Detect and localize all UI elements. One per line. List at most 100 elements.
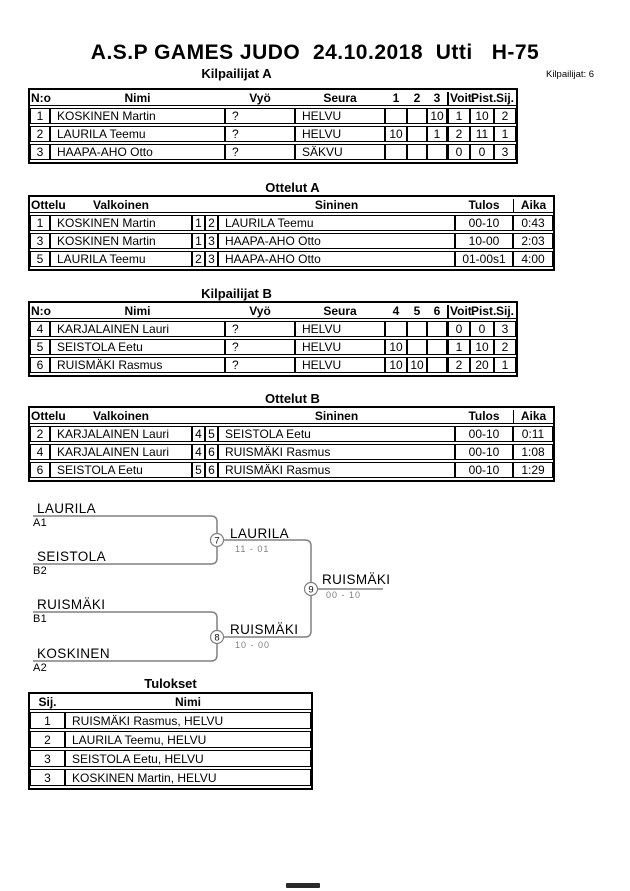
cell-score bbox=[385, 144, 407, 160]
col-white: Valkoinen bbox=[50, 199, 192, 213]
bracket-winner2-line bbox=[224, 596, 312, 638]
col-white: Valkoinen bbox=[50, 410, 192, 424]
col-wno bbox=[192, 199, 205, 213]
cell-time: 1:29 bbox=[513, 462, 553, 478]
cell-place: 1 bbox=[494, 126, 516, 142]
cell-score bbox=[385, 321, 407, 337]
col-time: Aika bbox=[513, 199, 553, 213]
cell-blue: RUISMÄKI Rasmus bbox=[218, 462, 455, 478]
cell-white: SEISTOLA Eetu bbox=[50, 462, 192, 478]
matches-a-title: Ottelut A bbox=[265, 180, 320, 195]
cell-bno: 5 bbox=[205, 426, 218, 442]
col-name: Nimi bbox=[65, 696, 311, 710]
cell-score: 10 bbox=[407, 357, 427, 373]
cell-points: 11 bbox=[470, 126, 494, 142]
table-row: 3 HAAPA-AHO Otto ? SÄKVU 0 0 3 bbox=[30, 144, 516, 160]
cell-wno: 2 bbox=[192, 251, 205, 267]
cell-name: SEISTOLA Eetu, HELVU bbox=[65, 750, 311, 767]
cell-wins: 0 bbox=[447, 321, 470, 337]
cell-points: 20 bbox=[470, 357, 494, 373]
cell-name: KOSKINEN Martin bbox=[50, 108, 225, 124]
cell-place: 2 bbox=[494, 108, 516, 124]
results-title: Tulokset bbox=[144, 676, 197, 691]
col-r3: 3 bbox=[427, 92, 447, 106]
bracket-slot-name: SEISTOLA bbox=[37, 549, 106, 564]
table-row: 2 LAURILA Teemu ? HELVU 10 1 2 11 1 bbox=[30, 126, 516, 142]
cell-white: KOSKINEN Martin bbox=[50, 215, 192, 231]
col-time: Aika bbox=[513, 410, 553, 424]
col-match: Ottelu bbox=[30, 198, 66, 213]
cell-match: 4 bbox=[30, 444, 50, 460]
cell-white: KARJALAINEN Lauri bbox=[50, 426, 192, 442]
match-number-badge bbox=[209, 532, 225, 548]
cell-result: 10-00 bbox=[455, 233, 513, 249]
table-row: 1 RUISMÄKI Rasmus, HELVU bbox=[30, 712, 311, 729]
col-club: Seura bbox=[295, 92, 385, 106]
cell-place: 1 bbox=[494, 357, 516, 373]
cell-score: 10 bbox=[385, 339, 407, 355]
col-points: Pist. bbox=[470, 91, 497, 106]
bracket-winner-name: LAURILA bbox=[230, 526, 290, 541]
cell-score bbox=[427, 321, 447, 337]
col-belt: Vyö bbox=[225, 305, 295, 319]
bracket-winner1-line bbox=[224, 539, 312, 582]
col-blue: Sininen bbox=[218, 410, 455, 424]
cell-no: 2 bbox=[30, 126, 50, 142]
cell-no: 6 bbox=[30, 357, 50, 373]
cell-score bbox=[427, 339, 447, 355]
match-number-badge bbox=[303, 581, 319, 597]
cell-wins: 0 bbox=[447, 144, 470, 160]
table-header-row: Ottelu Valkoinen Sininen Tulos Aika bbox=[30, 410, 553, 424]
col-result: Tulos bbox=[455, 199, 513, 213]
col-no: N:o bbox=[30, 91, 51, 106]
bracket-slot-name: LAURILA bbox=[37, 501, 97, 516]
cell-club: SÄKVU bbox=[295, 144, 385, 160]
cell-match: 5 bbox=[30, 251, 50, 267]
cell-wno: 4 bbox=[192, 426, 205, 442]
bracket-slot-seed: A1 bbox=[33, 517, 48, 529]
cell-bno: 3 bbox=[205, 233, 218, 249]
match-number: 9 bbox=[308, 585, 313, 596]
cell-score bbox=[385, 108, 407, 124]
col-name: Nimi bbox=[50, 305, 225, 319]
cell-belt: ? bbox=[225, 357, 295, 373]
col-wno bbox=[192, 410, 205, 424]
cell-time: 2:03 bbox=[513, 233, 553, 249]
cell-points: 10 bbox=[470, 339, 494, 355]
bracket-slot-seed: B2 bbox=[33, 565, 48, 577]
cell-match: 6 bbox=[30, 462, 50, 478]
cell-club: HELVU bbox=[295, 108, 385, 124]
cell-club: HELVU bbox=[295, 357, 385, 373]
cell-result: 00-10 bbox=[455, 462, 513, 478]
col-place: Sij. bbox=[30, 696, 65, 710]
match-number: 7 bbox=[214, 536, 219, 547]
col-r2: 2 bbox=[407, 92, 427, 106]
cell-match: 3 bbox=[30, 233, 50, 249]
cell-belt: ? bbox=[225, 108, 295, 124]
cell-no: 1 bbox=[30, 108, 50, 124]
cell-wno: 5 bbox=[192, 462, 205, 478]
table-row: 2 LAURILA Teemu, HELVU bbox=[30, 731, 311, 748]
cell-name: LAURILA Teemu, HELVU bbox=[65, 731, 311, 748]
col-place: Sij. bbox=[494, 304, 516, 319]
table-row: 5 LAURILA Teemu 2 3 HAAPA-AHO Otto 01-00… bbox=[30, 251, 553, 267]
bracket-match-score: 10 - 00 bbox=[235, 640, 271, 650]
table-header-row: Ottelu Valkoinen Sininen Tulos Aika bbox=[30, 199, 553, 213]
cell-result: 00-10 bbox=[455, 426, 513, 442]
cell-result: 00-10 bbox=[455, 215, 513, 231]
cell-name: KOSKINEN Martin, HELVU bbox=[65, 769, 311, 786]
cell-name: RUISMÄKI Rasmus bbox=[50, 357, 225, 373]
col-wins: Voit. bbox=[447, 305, 475, 319]
matches-a-table: Ottelu Valkoinen Sininen Tulos Aika 1 KO… bbox=[28, 195, 555, 271]
cell-place: 3 bbox=[30, 769, 65, 786]
cell-time: 1:08 bbox=[513, 444, 553, 460]
cell-points: 0 bbox=[470, 144, 494, 160]
bracket-lines: 7 8 9 bbox=[33, 515, 383, 662]
bracket-slot-seed: A2 bbox=[33, 662, 48, 674]
bracket-champion-name: RUISMÄKI bbox=[322, 572, 391, 587]
table-header-row: N:o Nimi Vyö Seura 4 5 6 Voit. Pist. Sij… bbox=[30, 305, 516, 319]
cell-wno: 1 bbox=[192, 233, 205, 249]
cell-score: 1 bbox=[427, 126, 447, 142]
bracket-match-score: 00 - 10 bbox=[326, 590, 362, 600]
cell-wins: 1 bbox=[447, 339, 470, 355]
